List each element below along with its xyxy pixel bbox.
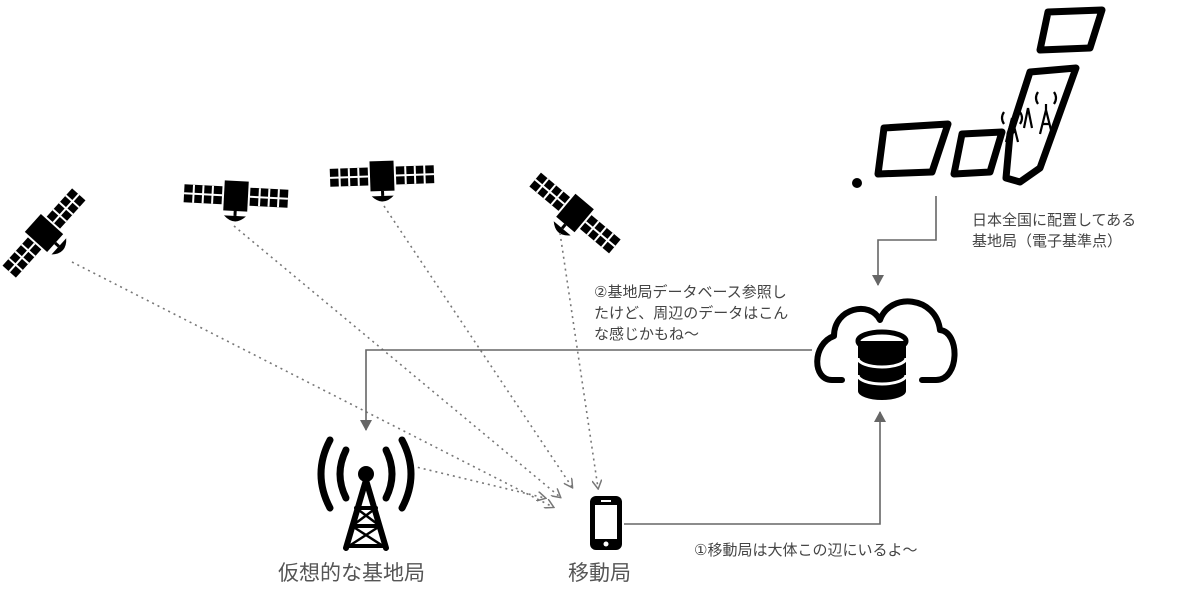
radio-tower-icon [317,436,415,551]
satellite-link [383,205,572,487]
step1-label: ①移動局は大体この辺にいるよ～ [694,541,918,559]
mobile-to-cloud-connector [624,411,886,525]
cloud-database-icon [814,298,958,400]
satellite-link [71,261,553,507]
mobile-station-label: 移動局 [568,561,631,585]
satellite-icon [181,176,291,226]
satellite-links [71,205,598,507]
satellite-icon [517,166,626,268]
virtual-station-link [411,465,545,498]
satellite-icon [0,182,100,291]
step2-label: ②基地局データベース参照し たけど、周辺のデータはこん な感じかもね～ [594,283,789,343]
stations-to-cloud-connector [872,196,937,286]
virtual-station-label: 仮想的な基地局 [278,561,425,585]
japan-map-icon [852,6,1106,188]
satellite-link [559,232,598,488]
cloud-to-virtual-connector [360,349,812,431]
connectors [360,196,937,525]
satellite-link [233,225,560,497]
satellite-icon [328,157,437,205]
reference-stations-label: 日本全国に配置してある 基地局（電子基準点） [972,211,1137,250]
smartphone-icon [590,496,622,550]
